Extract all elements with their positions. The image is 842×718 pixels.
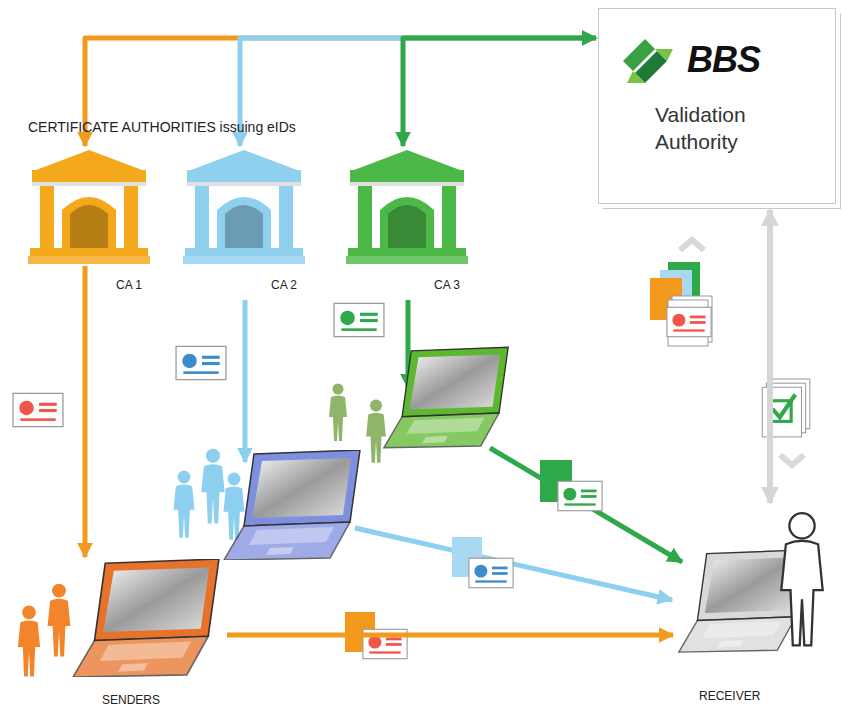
- bank-building: [346, 148, 468, 268]
- authority-box: BBS Validation Authority: [598, 8, 836, 204]
- eid-card: [558, 481, 602, 510]
- node-label: Validation Authority: [655, 101, 805, 156]
- eid-card: [334, 303, 384, 336]
- node-label: CA 1: [116, 278, 142, 292]
- node-label: CA 2: [271, 278, 297, 292]
- certificate-authority: CA 1: [28, 148, 154, 300]
- bank-building: [28, 148, 150, 268]
- bank-building: [183, 148, 305, 268]
- connector-arrow: [83, 266, 88, 557]
- receiver-laptop: [675, 505, 835, 675]
- issue-line: [243, 300, 248, 462]
- document-stack: [650, 240, 810, 465]
- connector-arrow: [227, 633, 673, 638]
- node-label: CA 3: [434, 278, 460, 292]
- connector-arrow: [767, 210, 773, 503]
- bbs-logo: [615, 31, 685, 91]
- eid-card: [13, 393, 63, 426]
- eid-card: [469, 558, 513, 587]
- connector-arrow: [403, 38, 596, 146]
- sender-laptop: [12, 555, 227, 685]
- send-line: [490, 448, 682, 562]
- node-label: SENDERS: [102, 693, 160, 707]
- send-line: [355, 528, 672, 600]
- sender-group: SENDERS: [12, 555, 227, 715]
- node-label: RECEIVER: [699, 689, 760, 703]
- receiver: RECEIVER: [675, 505, 835, 710]
- eid-card: [176, 346, 226, 379]
- sender-group: [329, 347, 508, 463]
- heading-label: CERTIFICATE AUTHORITIES issuing eIDs: [28, 119, 296, 135]
- sender-group: [174, 449, 361, 560]
- certificate-authority: CA 2: [183, 148, 309, 300]
- certificate-authority: CA 3: [346, 148, 472, 300]
- logo-text: BBS: [687, 39, 760, 81]
